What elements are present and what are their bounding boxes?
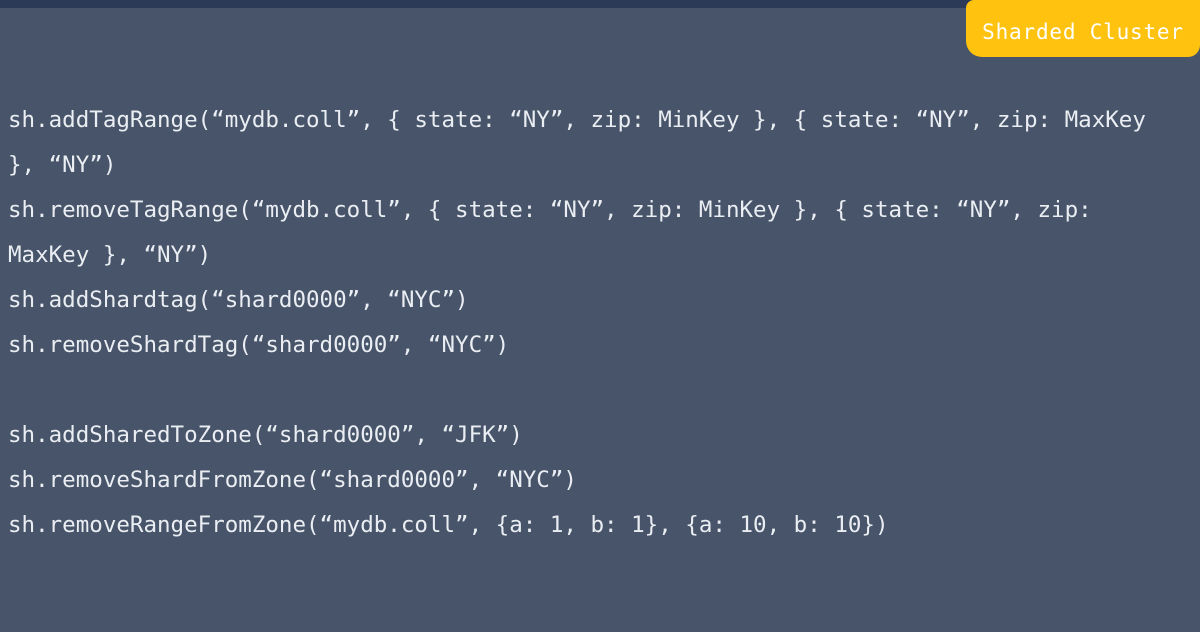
code-line: sh.removeShardFromZone(“shard0000”, “NYC… bbox=[8, 467, 577, 493]
code-line: sh.addSharedToZone(“shard0000”, “JFK”) bbox=[8, 422, 523, 448]
badge-label: Sharded Cluster bbox=[982, 19, 1184, 44]
code-block: sh.addTagRange(“mydb.coll”, { state: “NY… bbox=[8, 98, 1194, 548]
top-accent-bar bbox=[0, 0, 1200, 8]
code-line: sh.removeShardTag(“shard0000”, “NYC”) bbox=[8, 332, 510, 358]
sharded-cluster-badge: Sharded Cluster bbox=[966, 0, 1200, 57]
code-line bbox=[8, 368, 1194, 413]
code-line: sh.addTagRange(“mydb.coll”, { state: “NY… bbox=[8, 107, 1146, 133]
code-line: sh.removeRangeFromZone(“mydb.coll”, {a: … bbox=[8, 512, 889, 538]
code-line: sh.removeTagRange(“mydb.coll”, { state: … bbox=[8, 197, 1092, 223]
code-line: sh.addShardtag(“shard0000”, “NYC”) bbox=[8, 287, 469, 313]
code-line: MaxKey }, “NY”) bbox=[8, 242, 212, 268]
code-line: }, “NY”) bbox=[8, 152, 117, 178]
